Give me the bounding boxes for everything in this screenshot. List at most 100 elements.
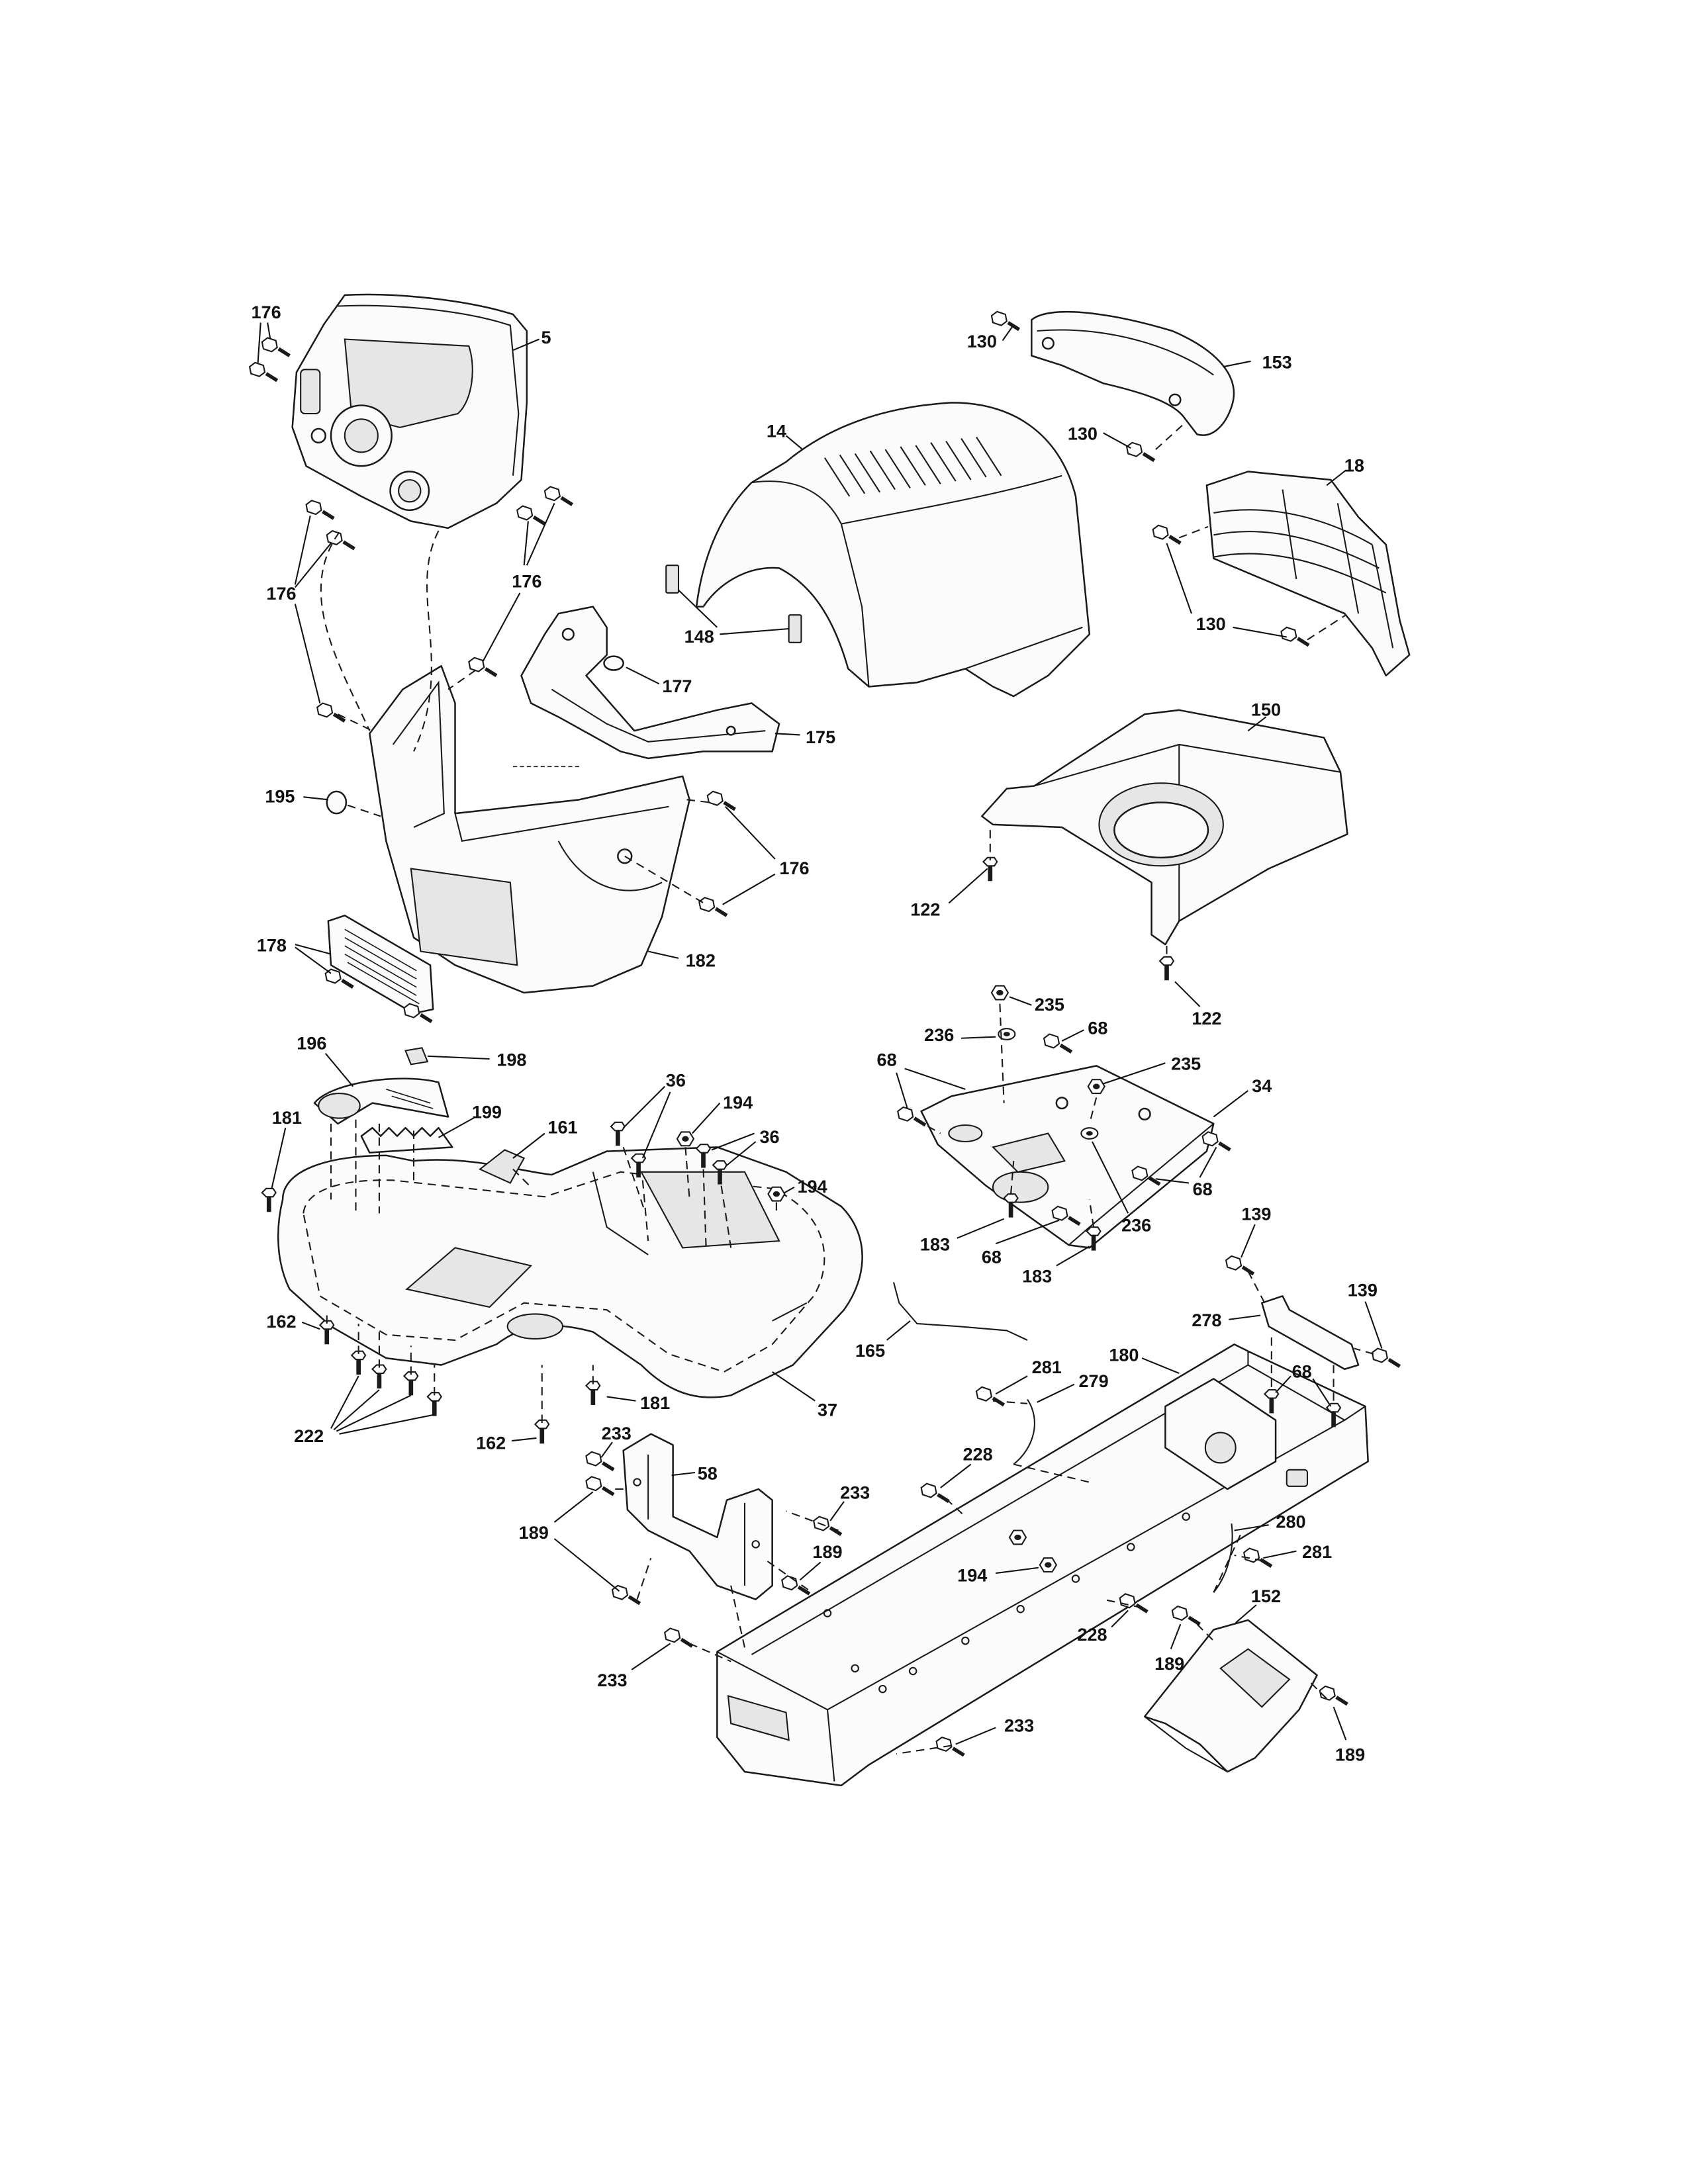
callout-278: 278 xyxy=(1192,1310,1221,1330)
leader-lines xyxy=(257,322,1383,1745)
callout-165: 165 xyxy=(855,1340,885,1361)
callout-68: 68 xyxy=(1088,1018,1107,1038)
fastener xyxy=(371,1364,387,1389)
callout-152: 152 xyxy=(1251,1586,1281,1606)
assembly-lines xyxy=(320,421,1374,1755)
callout-139: 139 xyxy=(1241,1204,1271,1224)
callout-189: 189 xyxy=(519,1522,549,1543)
callout-176: 176 xyxy=(266,583,296,604)
fastener xyxy=(814,1517,841,1535)
fastener xyxy=(610,1121,626,1147)
fastener xyxy=(699,897,727,915)
callout-228: 228 xyxy=(962,1443,992,1464)
callout-68: 68 xyxy=(982,1246,1002,1267)
callout-18: 18 xyxy=(1344,455,1364,476)
dash-panel xyxy=(981,709,1348,946)
callout-161: 161 xyxy=(547,1117,577,1138)
callout-235: 235 xyxy=(1171,1054,1201,1074)
fastener xyxy=(1127,443,1154,461)
side-bracket xyxy=(622,1433,773,1600)
callout-122: 122 xyxy=(1192,1008,1221,1028)
callout-196: 196 xyxy=(297,1032,326,1053)
callout-189: 189 xyxy=(1335,1744,1365,1764)
callout-181: 181 xyxy=(640,1392,670,1413)
fastener xyxy=(1153,525,1181,543)
callout-198: 198 xyxy=(496,1049,526,1069)
fastener xyxy=(1039,1557,1057,1573)
callout-194: 194 xyxy=(723,1092,753,1113)
callout-233: 233 xyxy=(1004,1715,1034,1736)
fastener xyxy=(1008,1529,1027,1545)
wire-spring xyxy=(1013,1399,1035,1465)
fastener xyxy=(586,1452,614,1470)
fastener xyxy=(250,363,277,381)
callout-177: 177 xyxy=(662,676,692,696)
engine-mount-bracket xyxy=(1164,1378,1277,1490)
fastener xyxy=(545,486,573,504)
fastener xyxy=(676,1131,694,1147)
callout-233: 233 xyxy=(840,1482,870,1503)
fastener xyxy=(990,985,1009,1001)
fastener xyxy=(767,1186,786,1202)
hood xyxy=(695,402,1091,698)
fastener xyxy=(1172,1606,1200,1624)
fastener xyxy=(534,1419,550,1445)
callout-195: 195 xyxy=(265,786,295,807)
callout-36: 36 xyxy=(666,1070,686,1091)
callout-279: 279 xyxy=(1078,1371,1108,1391)
fastener xyxy=(317,704,345,721)
callout-130: 130 xyxy=(1196,614,1226,634)
callout-68: 68 xyxy=(1193,1179,1213,1199)
small-clip xyxy=(404,1047,429,1066)
front-grille xyxy=(1205,471,1411,677)
callout-236: 236 xyxy=(924,1024,954,1045)
callout-178: 178 xyxy=(257,935,287,956)
callout-5: 5 xyxy=(541,327,551,347)
fastener xyxy=(1044,1034,1072,1052)
steering-bracket xyxy=(520,606,780,760)
console-housing xyxy=(291,293,528,529)
callout-222: 222 xyxy=(294,1426,324,1446)
fastener xyxy=(976,1387,1004,1405)
seat-spring-pivot xyxy=(313,1077,449,1125)
front-bumper xyxy=(1031,310,1235,436)
fastener xyxy=(351,1350,367,1376)
callout-148: 148 xyxy=(684,626,714,647)
fastener xyxy=(1087,1079,1105,1095)
fastener xyxy=(708,792,735,809)
fastener xyxy=(992,312,1019,330)
callout-14: 14 xyxy=(767,420,786,441)
fastener xyxy=(261,1187,277,1213)
fastener xyxy=(982,856,998,882)
callout-162: 162 xyxy=(476,1433,506,1453)
callout-175: 175 xyxy=(806,727,835,747)
fastener xyxy=(1226,1256,1254,1274)
callout-233: 233 xyxy=(602,1423,632,1443)
fastener xyxy=(665,1628,692,1646)
bushing xyxy=(603,655,624,671)
fastener xyxy=(262,338,290,355)
callout-194: 194 xyxy=(797,1176,827,1197)
callout-37: 37 xyxy=(818,1400,837,1420)
callout-176: 176 xyxy=(251,302,281,322)
small-grille-panel xyxy=(327,915,434,1015)
pivot-bracket xyxy=(1261,1295,1360,1370)
callout-130: 130 xyxy=(967,331,997,351)
callout-235: 235 xyxy=(1035,994,1064,1015)
mounting-plate xyxy=(920,1065,1215,1249)
lower-shield-plate xyxy=(1143,1619,1318,1773)
fastener xyxy=(585,1381,601,1406)
callout-199: 199 xyxy=(472,1102,502,1122)
callout-162: 162 xyxy=(266,1311,296,1332)
callout-176: 176 xyxy=(779,858,809,878)
callout-153: 153 xyxy=(1262,351,1292,372)
lower-dash-pod xyxy=(369,665,690,994)
callout-189: 189 xyxy=(812,1541,842,1562)
callout-183: 183 xyxy=(920,1234,950,1255)
callout-280: 280 xyxy=(1276,1511,1305,1531)
fastener xyxy=(782,1576,810,1594)
wire-spring xyxy=(1213,1523,1233,1593)
callout-68: 68 xyxy=(877,1049,897,1069)
callout-281: 281 xyxy=(1302,1541,1332,1562)
hood-bumper-pad xyxy=(788,614,802,643)
